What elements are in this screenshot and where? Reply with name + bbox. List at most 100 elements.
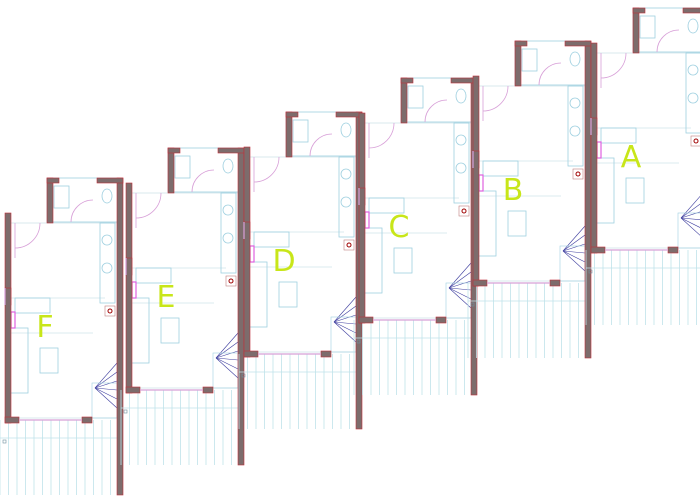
wall [435,316,447,324]
sink-icon [569,125,581,137]
shower [407,85,424,109]
wall [358,316,374,324]
stair-step [333,296,357,323]
stair-step [448,271,472,289]
sink-icon [569,97,581,109]
shower [174,155,191,179]
stair-step [333,314,357,323]
wall [682,7,700,14]
wall [514,40,528,47]
stair-step [333,321,357,334]
door-swing [70,199,94,223]
stair-step [215,332,239,359]
bathroom [514,40,588,86]
sink-icon [687,64,699,76]
flue-icon [228,278,234,284]
bathroom [400,77,474,123]
toilet-icon [222,158,234,174]
toilet-icon [569,51,581,67]
dining-table [368,197,405,214]
stair-step [333,321,357,343]
stair-step [215,341,239,359]
wall [472,279,488,287]
wall [46,177,60,184]
door-swing [538,62,562,86]
flue [690,135,700,147]
wall [4,287,12,424]
sink-icon [687,92,699,104]
flue [572,168,584,180]
sink-icon [455,162,467,174]
coffee-table [507,210,527,237]
party-wall [116,177,124,496]
radiator [249,245,255,263]
bathroom [167,147,241,193]
kitchen-counter [220,192,237,274]
door-swing [656,29,680,53]
sink-icon [222,232,234,244]
stair-step [94,362,118,389]
sink-icon [101,262,113,274]
sink-icon [340,196,352,208]
stair-step [215,357,239,379]
flue [104,305,116,317]
stair-step [680,217,700,228]
flue-icon [575,171,581,177]
bathroom [285,111,359,157]
entry-door [482,85,509,121]
kitchen-counter [99,222,116,304]
stair-step [448,280,472,289]
toilet-icon [101,188,113,204]
sink-icon [222,204,234,216]
stair-step [562,234,586,252]
wall [167,147,175,194]
flue-icon [107,308,113,314]
coffee-table [160,317,180,344]
wall [217,147,245,154]
stair-step [94,387,118,400]
flue-icon [693,138,699,144]
stair-step [562,225,586,252]
unit-d [238,111,363,430]
kitchen-counter [685,52,700,134]
stair-step [562,250,586,254]
sofa [9,327,29,394]
shower [639,15,656,39]
stair-step [680,217,700,221]
unit-e [120,147,245,466]
toilet-icon [340,122,352,138]
wall [243,350,259,358]
shower [53,185,70,209]
toilet-icon [687,18,699,34]
wall [46,177,54,224]
stair-step [562,243,586,252]
radiator [131,281,137,299]
shower [292,119,309,143]
stair-step [94,387,118,409]
entry-door [135,192,162,228]
coffee-table [278,281,298,308]
stair-step [448,287,472,291]
wall [400,77,414,84]
wall [167,147,181,154]
kitchen-counter [567,85,584,167]
terrace-post [123,409,128,414]
stair-step [680,195,700,219]
wall [632,7,646,14]
flue-icon [346,242,352,248]
stair-step [215,357,239,370]
wall [590,117,598,254]
radiator [596,141,602,159]
coffee-table [625,177,645,204]
radiator [364,211,370,229]
wall [667,246,679,254]
wall [549,279,561,287]
entry-door [253,156,280,192]
coffee-table [393,247,413,274]
sink-icon [101,234,113,246]
wall [514,40,522,87]
sofa [248,261,268,328]
stair-step [562,250,586,272]
unit-label-c: C [388,210,410,245]
stair-step [448,262,472,289]
